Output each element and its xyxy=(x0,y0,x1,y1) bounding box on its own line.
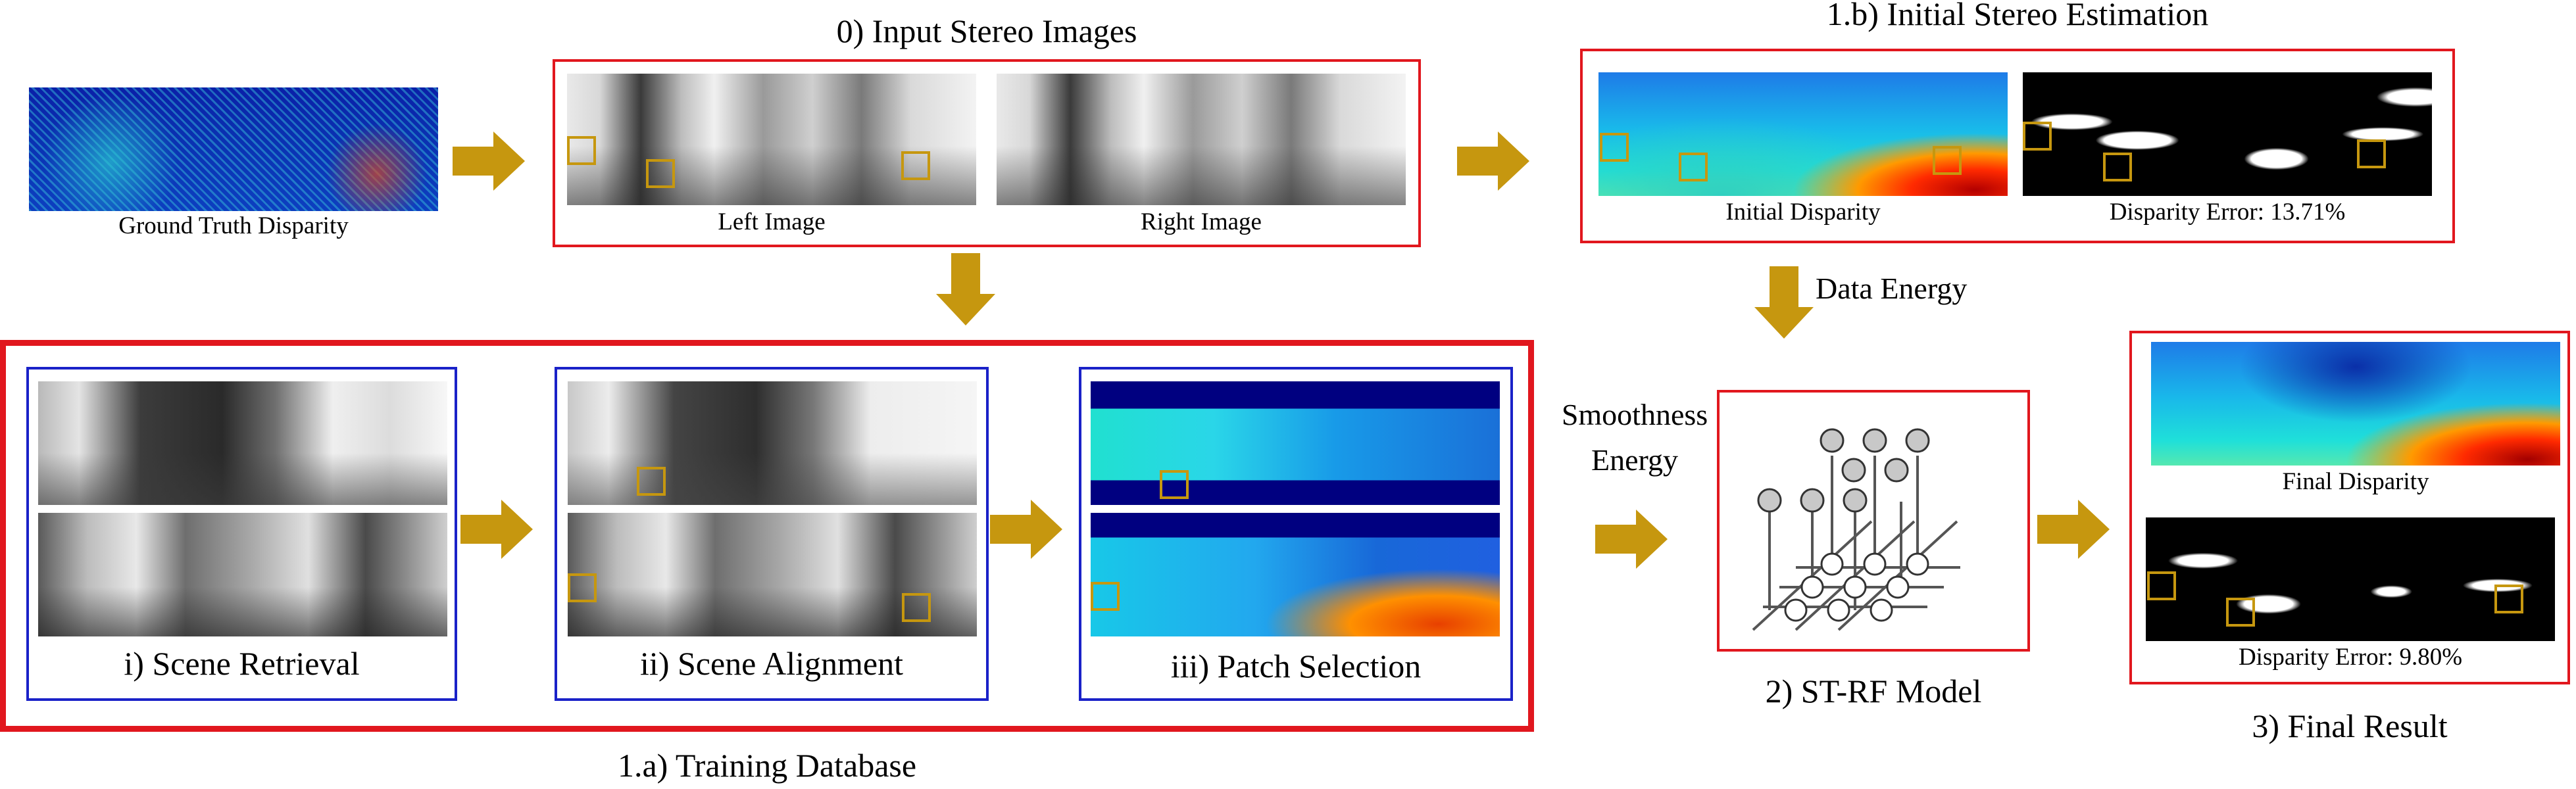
patch-marker xyxy=(1679,153,1708,181)
arrow-input-to-training xyxy=(936,253,995,325)
initial-error-map xyxy=(2023,72,2432,196)
input-stereo-title: 0) Input Stereo Images xyxy=(836,12,1137,49)
initial-estimation-title: 1.b) Initial Stereo Estimation xyxy=(1826,0,2209,32)
final-result-frame xyxy=(2129,331,2570,684)
patch-marker xyxy=(2103,153,2132,181)
patch-marker xyxy=(568,573,597,602)
selected-patch-disparity-2 xyxy=(1091,513,1500,636)
patch-marker xyxy=(2357,139,2386,168)
scene-retrieval-panel xyxy=(26,367,457,701)
final-error-caption: Disparity Error: 9.80% xyxy=(2238,644,2463,671)
patch-marker xyxy=(1600,133,1629,162)
left-image-caption: Left Image xyxy=(718,208,826,235)
initial-error-caption: Disparity Error: 13.71% xyxy=(2109,199,2346,226)
patch-marker xyxy=(1933,146,1962,175)
smoothness-energy-label: Smoothness Energy xyxy=(1561,398,1708,477)
left-image xyxy=(567,74,976,205)
strf-model-frame xyxy=(1717,390,2030,652)
training-database-title: 1.a) Training Database xyxy=(617,747,917,784)
patch-selection-panel xyxy=(1079,367,1513,701)
patch-marker xyxy=(902,593,931,622)
final-disparity-caption: Final Disparity xyxy=(2282,468,2429,495)
patch-marker xyxy=(901,151,930,180)
scene-alignment-panel xyxy=(555,367,989,701)
strf-graph xyxy=(1752,428,1960,631)
patch-marker xyxy=(646,159,675,188)
initial-disparity-caption: Initial Disparity xyxy=(1725,199,1881,226)
input-stereo-frame xyxy=(553,59,1421,247)
data-energy-label: Data Energy xyxy=(1816,272,1968,305)
patch-marker xyxy=(2226,598,2255,627)
aligned-scene-2 xyxy=(568,513,977,636)
patch-marker xyxy=(2147,571,2176,600)
strf-model-title: 2) ST-RF Model xyxy=(1765,673,1982,709)
patch-selection-label: iii) Patch Selection xyxy=(1170,648,1422,684)
final-result-title: 3) Final Result xyxy=(2252,707,2448,744)
initial-estimation-frame xyxy=(1580,49,2455,243)
right-image xyxy=(997,74,1406,205)
arrow-training-to-model xyxy=(1595,510,1668,569)
ground-truth-caption: Ground Truth Disparity xyxy=(118,212,349,239)
patch-marker xyxy=(2023,122,2052,151)
aligned-scene-1 xyxy=(568,381,977,505)
final-error-map xyxy=(2146,517,2555,641)
scene-alignment-label: ii) Scene Alignment xyxy=(640,645,903,682)
patch-marker xyxy=(1160,470,1189,499)
retrieved-scene-2 xyxy=(38,513,447,636)
arrow-input-to-initial xyxy=(1457,132,1529,191)
arrow-gt-to-input xyxy=(453,132,525,191)
patch-marker xyxy=(637,467,666,496)
patch-marker xyxy=(2494,585,2523,613)
training-database-frame xyxy=(0,340,1534,732)
scene-retrieval-label: i) Scene Retrieval xyxy=(124,645,360,682)
arrow-initial-to-model xyxy=(1754,266,1814,339)
patch-marker xyxy=(1091,582,1120,611)
retrieved-scene-1 xyxy=(38,381,447,505)
arrow-model-to-result xyxy=(2037,500,2110,559)
right-image-caption: Right Image xyxy=(1141,208,1262,235)
patch-marker xyxy=(567,136,596,165)
final-disparity-image xyxy=(2151,342,2560,466)
ground-truth-disparity-image xyxy=(29,87,438,211)
selected-patch-disparity-1 xyxy=(1091,381,1500,505)
initial-disparity-image xyxy=(1598,72,2008,196)
